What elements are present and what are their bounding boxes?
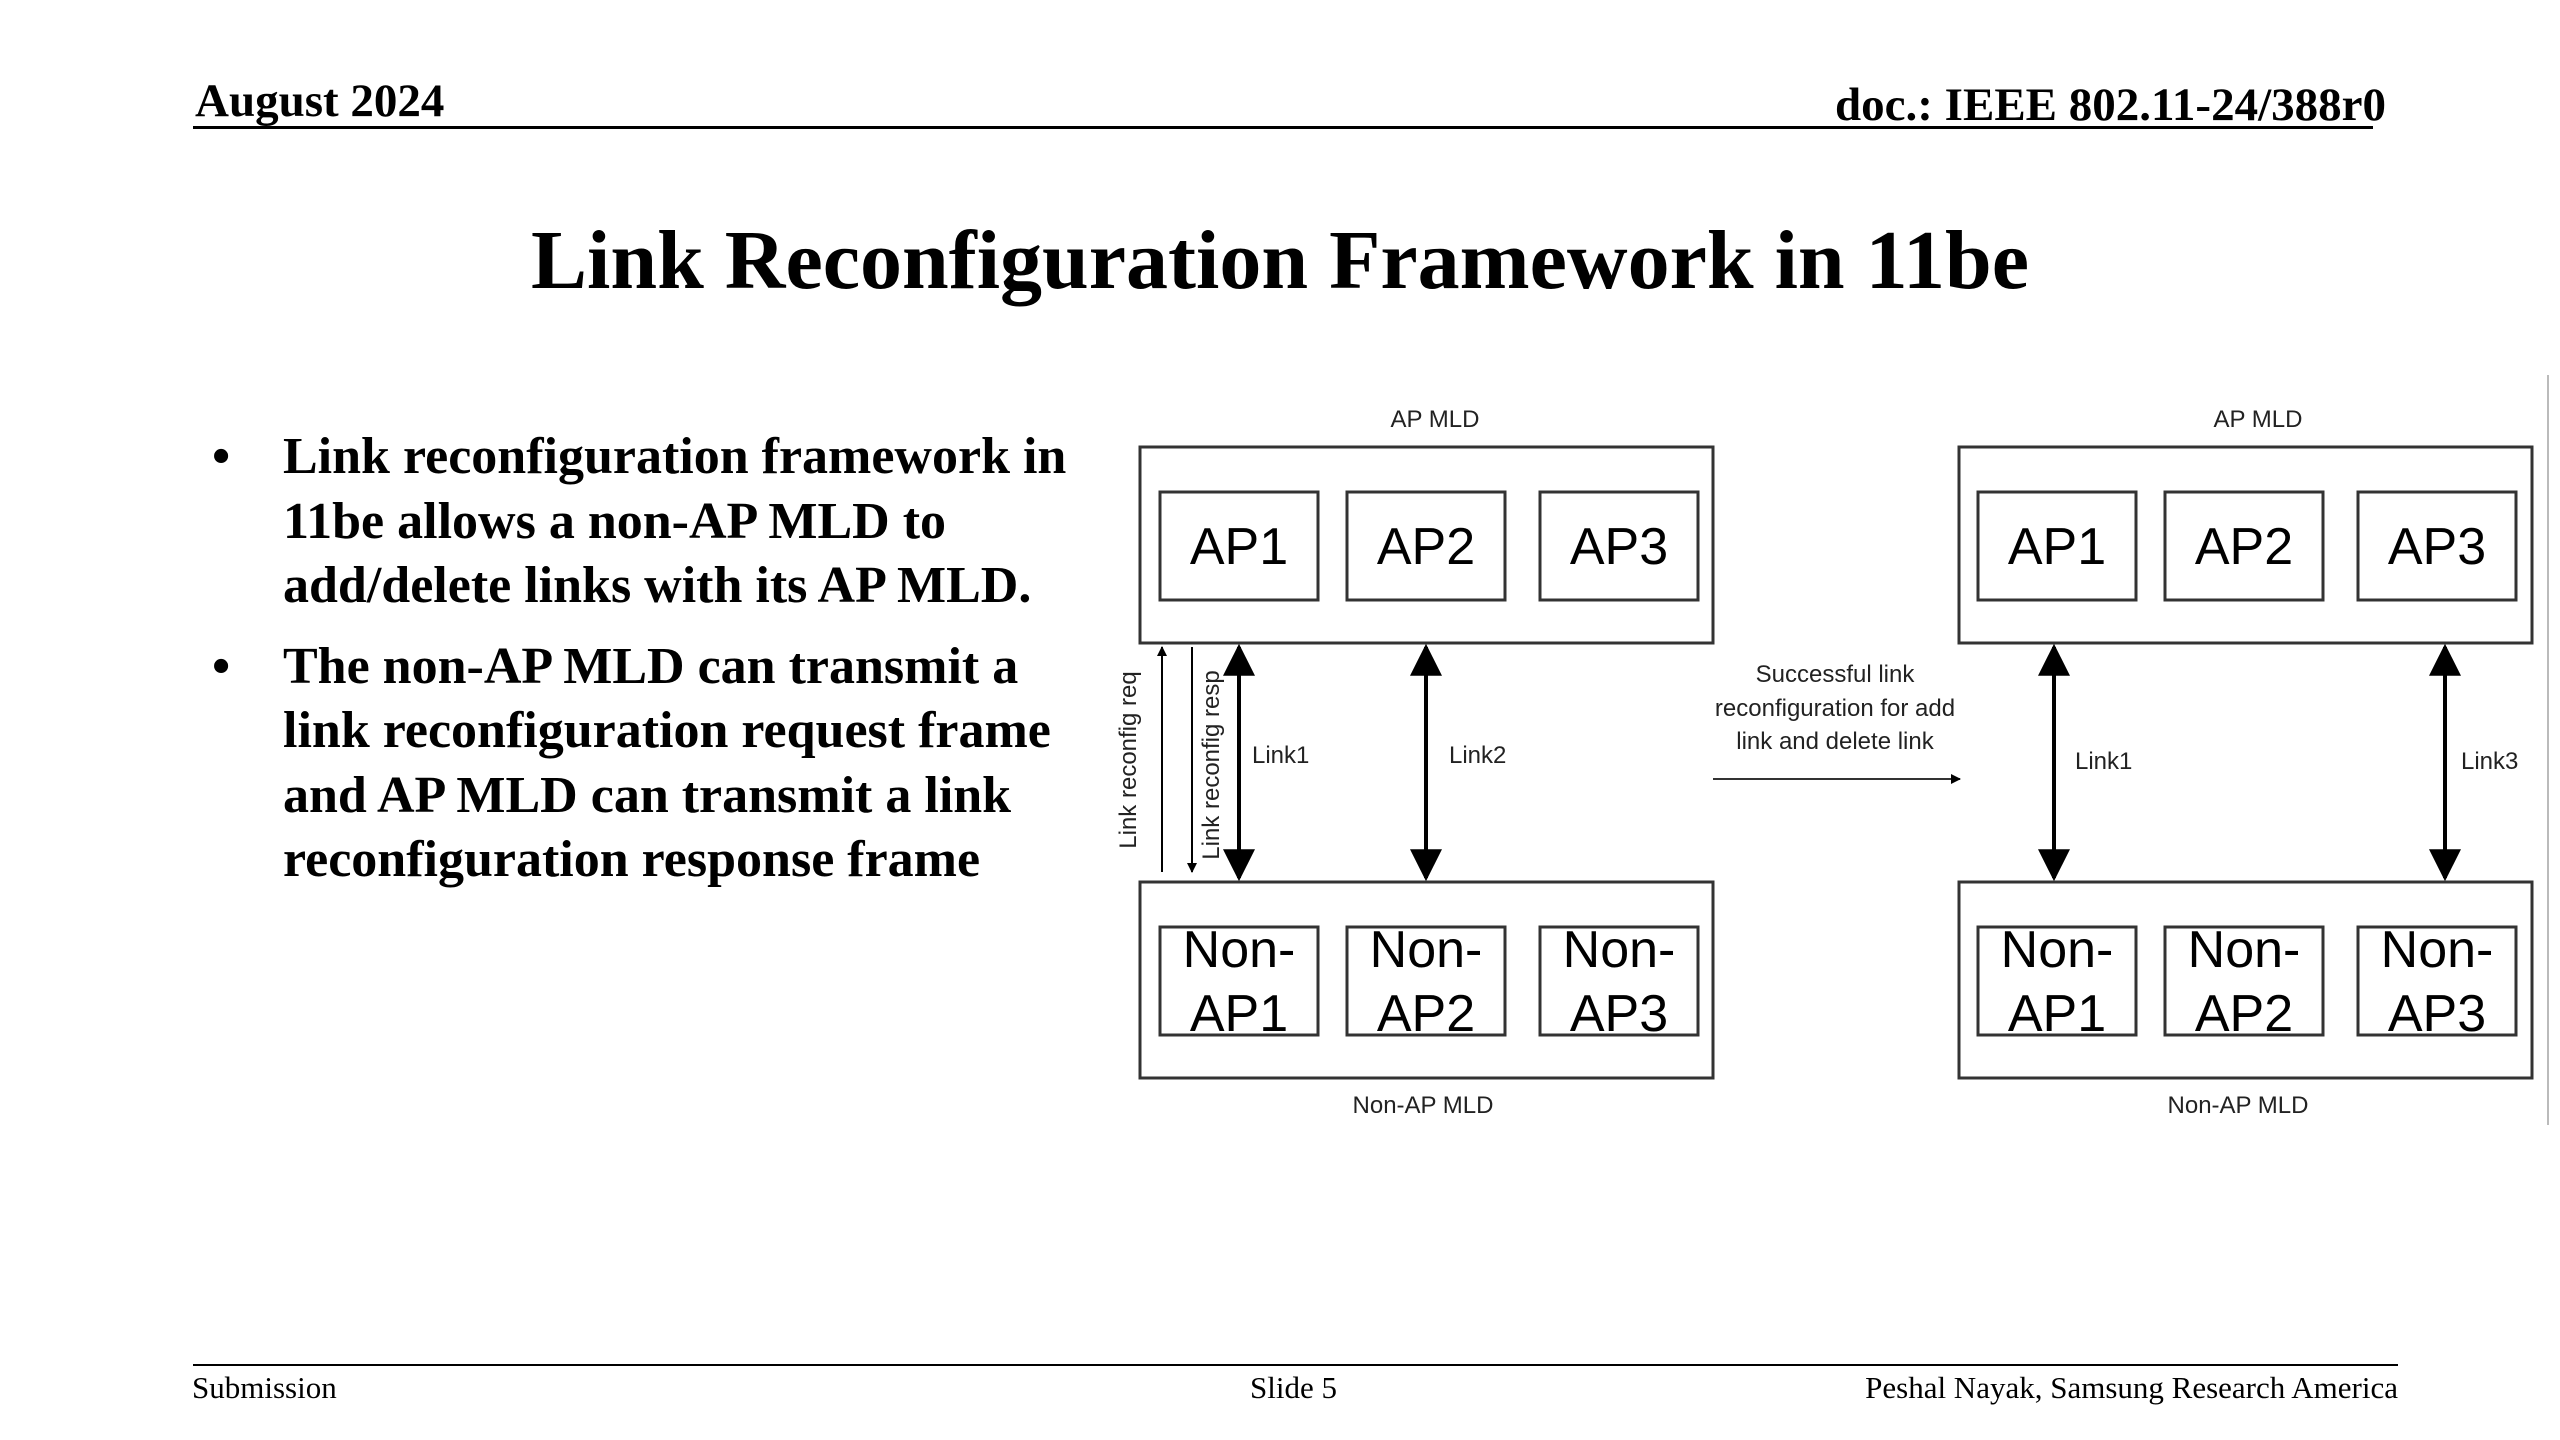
- bullet-marker: •: [212, 428, 231, 485]
- right-link1-label: Link1: [2075, 748, 2132, 775]
- right-non-ap3-label-line2: AP3: [2388, 985, 2486, 1043]
- right-ap-mld-label: AP MLD: [2214, 406, 2303, 433]
- left-non-ap-mld-label: Non-AP MLD: [1353, 1092, 1494, 1119]
- bullet-item: • Link reconfiguration framework in 11be…: [200, 425, 1080, 619]
- footer-submission: Submission: [192, 1370, 337, 1405]
- right-ap3-label: AP3: [2388, 518, 2486, 576]
- header-date: August 2024: [195, 75, 445, 127]
- left-non-ap2-label-line1: Non-: [1370, 921, 1483, 979]
- left-req-label: Link reconfig req: [1115, 671, 1142, 848]
- right-ap1-label: AP1: [2008, 518, 2106, 576]
- left-non-ap3-box: [1538, 925, 1700, 1037]
- bullet-text: The non-AP MLD can transmit a link recon…: [283, 637, 1051, 889]
- right-non-ap2-label-line2: AP2: [2195, 985, 2293, 1043]
- bullet-item: • The non-AP MLD can transmit a link rec…: [200, 635, 1080, 893]
- right-non-ap2-box: [2163, 925, 2325, 1037]
- left-non-ap3-label-line2: AP3: [1570, 985, 1668, 1043]
- left-non-ap1-box: [1158, 925, 1320, 1037]
- left-diagram: AP MLD AP1 AP2 AP3 Link reconfig req Lin…: [1115, 406, 1715, 1119]
- right-non-ap1-box: [1976, 925, 2138, 1037]
- left-non-ap1-label-line2: AP1: [1190, 985, 1288, 1043]
- left-ap-mld-box: [1138, 445, 1715, 645]
- right-ap2-label: AP2: [2195, 518, 2293, 576]
- slide-title: Link Reconfiguration Framework in 11be: [530, 214, 2029, 307]
- right-ap-mld-box: [1957, 445, 2534, 645]
- header-divider: [193, 126, 2373, 129]
- left-resp-label: Link reconfig resp: [1198, 670, 1225, 859]
- transition: Successful link reconfiguration for add …: [1713, 661, 1961, 784]
- footer-slide-number: Slide 5: [1250, 1370, 1337, 1405]
- left-non-ap1-label-line1: Non-: [1183, 921, 1296, 979]
- bullet-text: Link reconfiguration framework in 11be a…: [283, 428, 1067, 614]
- link-reconfiguration-diagram: AP MLD AP1 AP2 AP3 Link reconfig req Lin…: [1115, 375, 2549, 1125]
- left-ap2-box: [1345, 490, 1507, 602]
- right-link3-label: Link3: [2461, 748, 2518, 775]
- transition-label-line1: Successful link: [1756, 661, 1916, 688]
- footer-divider: [193, 1364, 2398, 1366]
- right-ap2-box: [2163, 490, 2325, 602]
- right-non-ap3-label-line1: Non-: [2381, 921, 2494, 979]
- left-ap1-box: [1158, 490, 1320, 602]
- left-link2-label: Link2: [1449, 742, 1506, 769]
- left-ap3-label: AP3: [1570, 518, 1668, 576]
- left-non-ap-mld-box: [1138, 880, 1715, 1080]
- transition-label-line3: link and delete link: [1736, 728, 1934, 755]
- right-non-ap2-label-line1: Non-: [2188, 921, 2301, 979]
- left-non-ap3-label-line1: Non-: [1563, 921, 1676, 979]
- right-ap3-box: [2356, 490, 2518, 602]
- right-non-ap-mld-label: Non-AP MLD: [2168, 1092, 2309, 1119]
- left-non-ap2-box: [1345, 925, 1507, 1037]
- left-link1-label: Link1: [1252, 742, 1309, 769]
- left-ap3-box: [1538, 490, 1700, 602]
- bullet-list: • Link reconfiguration framework in 11be…: [200, 425, 1080, 909]
- right-diagram: AP MLD AP1 AP2 AP3 Link1 Link3 Non- AP1 …: [1957, 406, 2534, 1119]
- right-non-ap-mld-box: [1957, 880, 2534, 1080]
- right-non-ap1-label-line2: AP1: [2008, 985, 2106, 1043]
- left-ap1-label: AP1: [1190, 518, 1288, 576]
- bullet-marker: •: [212, 637, 231, 695]
- right-non-ap3-box: [2356, 925, 2518, 1037]
- right-non-ap1-label-line1: Non-: [2001, 921, 2114, 979]
- header-doc-id: doc.: IEEE 802.11-24/388r0: [1835, 79, 2386, 131]
- footer-author: Peshal Nayak, Samsung Research America: [1865, 1370, 2398, 1405]
- transition-label-line2: reconfiguration for add: [1715, 695, 1955, 722]
- left-ap2-label: AP2: [1377, 518, 1475, 576]
- right-ap1-box: [1976, 490, 2138, 602]
- left-ap-mld-label: AP MLD: [1391, 406, 1480, 433]
- left-non-ap2-label-line2: AP2: [1377, 985, 1475, 1043]
